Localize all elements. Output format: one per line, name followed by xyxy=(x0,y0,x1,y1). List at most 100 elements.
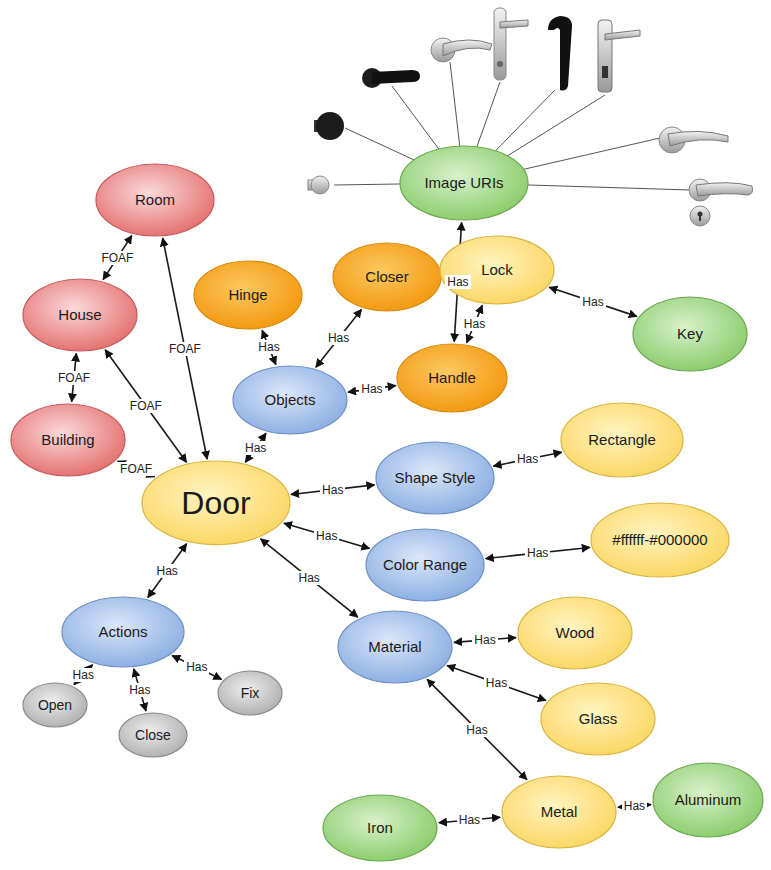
connector-arrow xyxy=(172,656,221,680)
ellipse-shape xyxy=(376,442,494,514)
ellipse-shape xyxy=(218,671,282,715)
connector-arrow xyxy=(148,544,187,598)
node-label: Close xyxy=(135,727,171,743)
ellipse-shape xyxy=(440,236,554,304)
edge-label: Has xyxy=(515,452,540,466)
ellipse-node: Iron xyxy=(322,794,438,862)
node-label: Iron xyxy=(367,819,393,836)
ellipse-node: Aluminum xyxy=(652,762,764,838)
ellipse-node: Objects xyxy=(232,365,348,435)
edge-label: Has xyxy=(462,317,487,331)
ellipse-shape xyxy=(541,683,655,755)
edge-label: Has xyxy=(320,483,345,497)
ellipse-node: Shape Style xyxy=(375,441,495,515)
ellipse-shape xyxy=(119,713,187,757)
edge-label: Has xyxy=(314,529,339,543)
node-label: Actions xyxy=(98,623,147,640)
ellipse-shape xyxy=(502,776,616,848)
edge-label: Has xyxy=(155,564,180,578)
node-label: Image URIs xyxy=(424,174,503,191)
ellipse-shape xyxy=(333,243,441,311)
edge-label: Has xyxy=(525,546,550,560)
knob-small-silver xyxy=(308,176,329,194)
ellipse-shape xyxy=(366,529,484,601)
node-label: #ffffff-#000000 xyxy=(612,531,707,548)
ellipse-node: Color Range xyxy=(365,528,485,602)
plate-lock-handle xyxy=(598,20,640,92)
edge-label: FOAF xyxy=(118,462,154,476)
node-label: Handle xyxy=(428,369,476,386)
node-label: Wood xyxy=(556,624,595,641)
ellipse-shape xyxy=(338,611,452,683)
edge-label: Has xyxy=(580,295,605,309)
lever-black xyxy=(362,68,420,88)
edge-label: Has xyxy=(472,633,497,647)
ellipse-node: Lock xyxy=(439,235,555,305)
node-label: Fix xyxy=(241,685,260,701)
edge-label: Has xyxy=(256,340,281,354)
ellipse-node: Fix xyxy=(217,670,283,716)
node-label: Room xyxy=(135,191,175,208)
ellipse-shape xyxy=(96,164,214,236)
edge-label: FOAF xyxy=(56,371,92,385)
connector-arrow xyxy=(261,539,358,617)
knob-black xyxy=(314,112,344,140)
edge-label: Has xyxy=(457,813,482,827)
node-label: Color Range xyxy=(383,556,467,573)
connector-arrow xyxy=(118,461,155,477)
ellipse-shape xyxy=(397,344,507,412)
ellipse-shape xyxy=(11,404,125,476)
edge-label: Has xyxy=(127,683,152,697)
ellipse-shape xyxy=(233,366,347,434)
node-label: Building xyxy=(41,431,94,448)
ellipse-shape xyxy=(23,683,87,727)
connector-arrow xyxy=(549,287,637,316)
ellipse-node: Glass xyxy=(540,682,656,756)
node-label: Door xyxy=(181,485,250,522)
lever-silver xyxy=(431,38,492,62)
edge-label: Has xyxy=(184,660,209,674)
connector-arrow xyxy=(284,523,370,548)
ellipse-shape xyxy=(518,597,632,669)
edge-label: FOAF xyxy=(99,251,135,265)
ellipse-node: Hinge xyxy=(193,260,303,330)
edge-label: Has xyxy=(359,382,384,396)
edge-label: FOAF xyxy=(167,342,203,356)
ellipse-shape xyxy=(323,795,437,861)
node-label: Rectangle xyxy=(588,431,656,448)
ellipse-node: Closer xyxy=(332,242,442,312)
connector-arrow xyxy=(163,238,207,459)
ellipse-node: Metal xyxy=(501,775,617,849)
node-label: Glass xyxy=(579,710,617,727)
ellipse-shape xyxy=(62,597,184,667)
node-label: Aluminum xyxy=(675,791,742,808)
ellipse-node: Image URIs xyxy=(399,145,529,221)
ellipse-node: Building xyxy=(10,403,126,477)
ellipse-shape xyxy=(142,461,290,545)
node-label: Key xyxy=(677,325,703,342)
plate-handle-silver xyxy=(494,8,528,80)
connector-arrow xyxy=(493,452,561,466)
ellipse-shape xyxy=(591,503,729,577)
connector-arrow xyxy=(427,679,527,779)
ellipse-node: Room xyxy=(95,163,215,237)
node-label: Open xyxy=(38,697,72,713)
lever-keyhole xyxy=(689,179,753,226)
edge-label: Has xyxy=(326,331,351,345)
connector-arrow xyxy=(447,665,546,700)
ellipse-shape xyxy=(633,297,747,371)
ellipse-node: Rectangle xyxy=(560,402,684,478)
handle-black-hook xyxy=(548,16,572,91)
node-label: Lock xyxy=(481,261,513,278)
ellipse-node: Close xyxy=(118,712,188,758)
node-label: Hinge xyxy=(228,286,267,303)
node-label: House xyxy=(58,306,101,323)
node-label: Shape Style xyxy=(395,469,476,486)
edge-label: Has xyxy=(464,723,489,737)
lever-rose xyxy=(659,127,728,153)
edge-label: Has xyxy=(243,441,268,455)
ellipse-shape xyxy=(400,146,528,220)
ellipse-node: Open xyxy=(22,682,88,728)
ellipse-node: Door xyxy=(141,460,291,546)
node-label: Closer xyxy=(365,268,408,285)
